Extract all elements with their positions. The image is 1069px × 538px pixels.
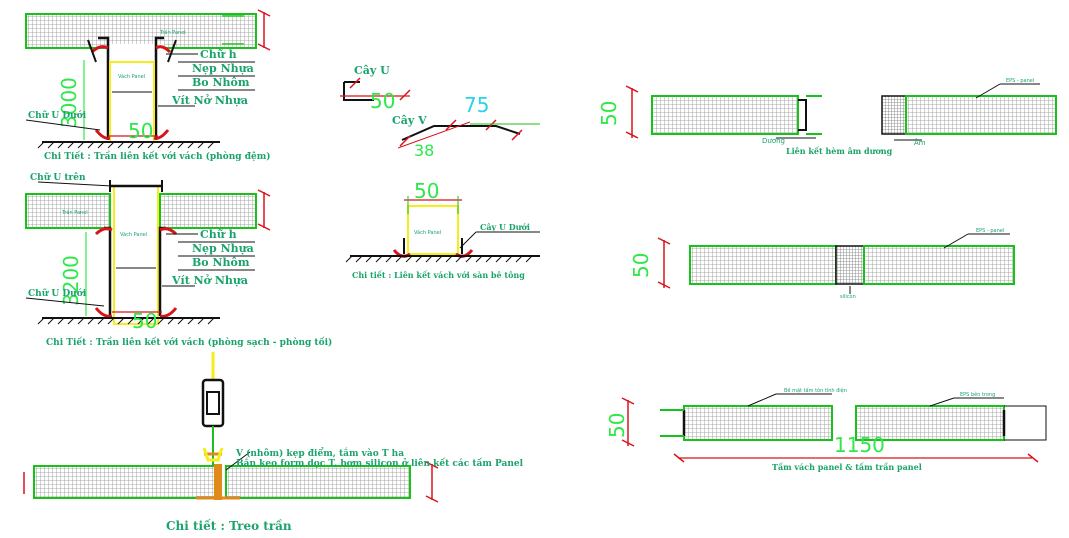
detail-3-ceiling-hanger: V (nhôm) kẹp điểm, tắm vào T ha Bắn keo … <box>23 352 524 533</box>
dim-height-3000: 3000 <box>57 77 81 128</box>
label-nep-nhua: Nẹp Nhựa <box>192 242 254 255</box>
wall-panel-label: Vách Panel <box>120 231 147 238</box>
ceiling-panel-left <box>33 465 219 499</box>
aluminum-cove <box>90 45 172 54</box>
panel-right <box>863 245 1015 285</box>
dim-thickness-50: 50 <box>605 413 629 438</box>
label-eps-ben-trong: EPS bên trong <box>960 391 995 398</box>
ceiling-panel-right <box>159 193 257 229</box>
detail-wall-floor: Vách Panel 50 Cây U Dưới Chi tiết : Liên… <box>345 179 540 280</box>
label-eps-panel: EPS - panel <box>1006 78 1034 84</box>
dim-width-50: 50 <box>132 309 157 333</box>
panel-female <box>905 95 1057 135</box>
wall-panel-label: Vách Panel <box>414 229 441 236</box>
dim-width-1150: 1150 <box>834 433 885 457</box>
panel-male <box>651 95 799 135</box>
ceiling-panel-right <box>225 465 411 499</box>
label-bo-nhom: Bo Nhôm <box>192 76 250 89</box>
dim-cay-u-50: 50 <box>370 89 395 113</box>
note-v-nhom: V (nhôm) kẹp điểm, tắm vào T ha <box>235 447 404 459</box>
dim-width-50: 50 <box>128 119 153 143</box>
caption-detail-3: Chi tiết : Treo trần <box>166 518 292 533</box>
label-joint-bottom: silicon <box>840 294 856 300</box>
label-chu-u-duoi: Chữ U Dưới <box>28 110 87 121</box>
label-chu-u-duoi: Chữ U Dưới <box>28 288 87 299</box>
caption-wall-panel: Tấm vách panel & tấm trần panel <box>772 462 922 472</box>
dim-height-3200: 3200 <box>59 255 83 306</box>
label-vit-no-nhua: Vít Nở Nhựa <box>171 274 248 287</box>
dim-50: 50 <box>597 101 621 126</box>
label-vit-no-nhua: Vít Nở Nhựa <box>171 94 248 107</box>
detail-2-ceiling-wall-cleanroom: Vách Panel Trần Panel 3200 50 Chữ U trên… <box>25 172 332 348</box>
label-nep-nhua: Nẹp Nhựa <box>192 62 254 75</box>
dim-width-50: 50 <box>414 179 439 203</box>
label-chu-u-tren: Chữ U trên <box>30 172 86 183</box>
dim-cay-v-75: 75 <box>464 93 489 117</box>
label-am: Âm <box>914 138 926 147</box>
label-chu-h: Chữ h <box>200 228 237 241</box>
detail-cay-u-cay-v: Cây U 50 Cây V 75 38 <box>340 64 540 160</box>
label-cay-u-duoi: Cây U Dưới <box>480 222 530 232</box>
wall-panel-label: Vách Panel <box>118 73 145 80</box>
detail-tongue-groove: 50 Dương Âm EPS - panel Liên kết hèm âm … <box>597 78 1057 156</box>
ceiling-panel-label: Trần Panel <box>159 28 186 36</box>
ceiling-panel-label: Trần Panel <box>61 208 88 216</box>
label-duong: Dương <box>762 137 785 145</box>
label-eps-panel: EPS - panel <box>976 228 1004 234</box>
label-be-mat: Bề mặt tấm tôn tĩnh điện <box>784 386 847 394</box>
dim-cay-v-38: 38 <box>414 141 434 160</box>
label-cay-v: Cây V <box>392 114 427 127</box>
caption-detail-2: Chi Tiết : Trần liên kết với vách (phòng… <box>46 336 332 348</box>
detail-1-ceiling-wall-anteroom: Vách Panel Trần Panel 3000 50 Chữ h Nẹp … <box>25 9 271 162</box>
label-chu-h: Chữ h <box>200 48 237 61</box>
panel-right <box>855 405 1005 441</box>
label-bo-nhom: Bo Nhôm <box>192 256 250 269</box>
joint-block <box>835 245 865 285</box>
panel-left <box>683 405 833 441</box>
note-ban-keo: Bắn keo form dọc T, bơm silicon ở liên k… <box>236 457 524 469</box>
dim-50: 50 <box>629 253 653 278</box>
wall-panel <box>113 185 159 325</box>
caption-detail-1: Chi Tiết : Trần liên kết với vách (phòng… <box>44 150 271 162</box>
wall-panel <box>407 205 459 255</box>
caption-floor: Chi tiết : Liên kết vách với sàn bê tông <box>352 270 525 280</box>
caption-tongue-groove: Liên kết hèm âm dương <box>786 146 893 156</box>
detail-panel-joint: 50 EPS - panel silicon <box>629 228 1015 300</box>
detail-wall-ceiling-panel: 50 1150 Bề mặt tấm tôn tĩnh điện EPS bên… <box>605 386 1047 472</box>
panel-left <box>689 245 837 285</box>
t-bar <box>214 464 222 500</box>
ceiling-panel-left <box>25 193 111 229</box>
ceiling-panel <box>25 13 257 49</box>
label-cay-u: Cây U <box>354 64 390 77</box>
